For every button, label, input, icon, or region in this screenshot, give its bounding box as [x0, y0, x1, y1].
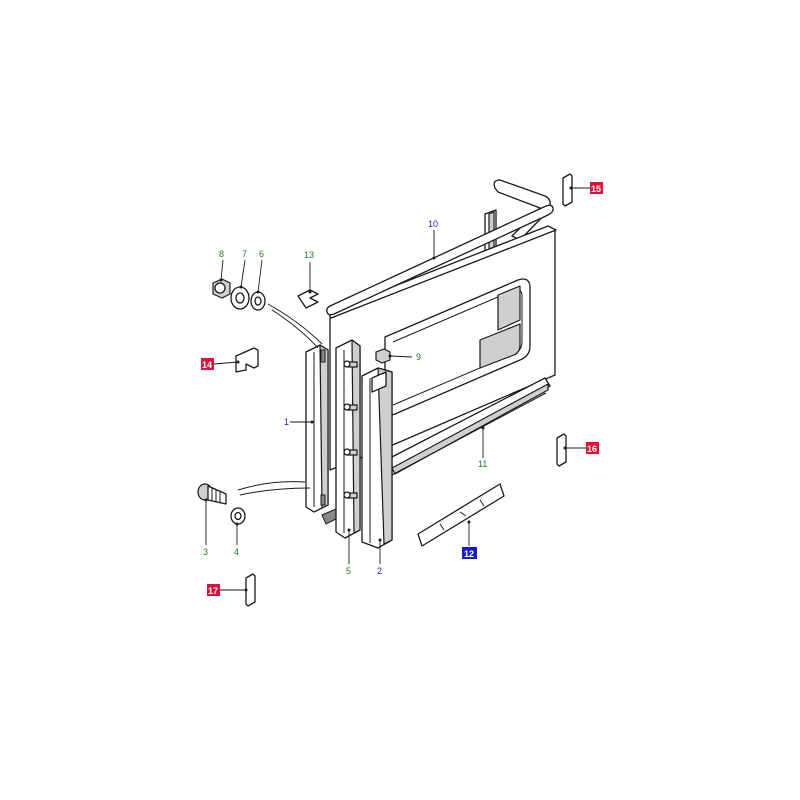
callout-15: 15 — [591, 184, 601, 194]
top-seal-10 — [326, 204, 554, 316]
callout-14-box: 14 — [201, 358, 214, 370]
callout-1: 1 — [284, 417, 289, 427]
callout-6: 6 — [259, 249, 264, 259]
callout-9: 9 — [416, 352, 421, 362]
leader-lines — [204, 186, 590, 592]
callout-8: 8 — [219, 249, 224, 259]
callout-4: 4 — [234, 547, 239, 557]
callout-labels: 1 2 3 4 5 6 7 8 9 10 11 13 12 14 15 16 1 — [201, 182, 603, 596]
callout-10: 10 — [428, 219, 438, 229]
spacer-17 — [245, 573, 256, 607]
stud-channel-5 — [335, 339, 361, 539]
callout-14: 14 — [202, 360, 212, 370]
washer-4 — [230, 507, 246, 525]
channel-2 — [361, 367, 393, 549]
bracket-13 — [297, 289, 319, 309]
callout-17: 17 — [208, 586, 218, 596]
strip-12 — [417, 483, 505, 547]
callout-17-box: 17 — [207, 584, 220, 596]
spacer-15 — [562, 173, 573, 207]
vertical-profile-1 — [305, 344, 329, 513]
callout-12: 12 — [464, 549, 474, 559]
washer-6 — [250, 291, 266, 311]
callout-13: 13 — [304, 250, 314, 260]
callout-15-box: 15 — [590, 182, 603, 194]
studs — [343, 360, 358, 499]
callout-3: 3 — [203, 547, 208, 557]
callout-12-box: 12 — [462, 547, 477, 559]
clip-9 — [375, 348, 391, 364]
nut-8 — [212, 278, 231, 299]
callout-16: 16 — [587, 444, 597, 454]
spacer-16 — [556, 433, 567, 467]
callout-11: 11 — [478, 459, 487, 469]
bracket-14 — [235, 347, 259, 373]
callout-2: 2 — [377, 566, 382, 576]
screw-3 — [197, 483, 227, 505]
washer-7 — [230, 286, 250, 310]
connecting-lines — [237, 303, 323, 496]
callout-5: 5 — [346, 566, 351, 576]
callout-16-box: 16 — [586, 442, 599, 454]
callout-7: 7 — [242, 249, 247, 259]
